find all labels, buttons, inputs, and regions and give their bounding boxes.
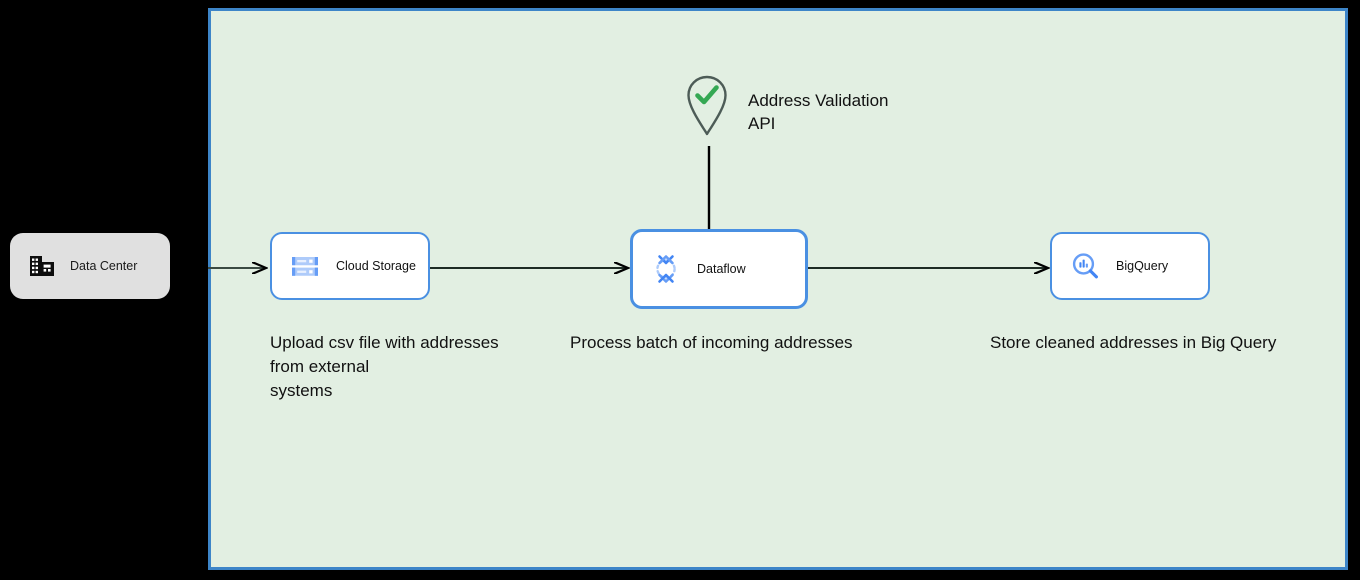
bigquery-icon [1068,249,1102,283]
dataflow-icon [649,252,683,286]
map-pin-check-icon [684,74,730,144]
node-data-center-label: Data Center [70,258,138,273]
cloud-storage-icon [288,249,322,283]
caption-upload-csv: Upload csv file with addresses from exte… [270,333,499,400]
node-address-validation-api-label: Address Validation API [748,91,889,133]
node-bigquery[interactable]: BigQuery [1050,232,1210,300]
node-address-validation-api[interactable]: Address Validation API [684,74,944,149]
node-data-center[interactable]: Data Center [10,233,170,299]
caption-store-cleaned: Store cleaned addresses in Big Query [990,333,1277,352]
node-cloud-storage[interactable]: Cloud Storage [270,232,430,300]
node-dataflow[interactable]: Dataflow [630,229,808,309]
node-dataflow-label: Dataflow [697,261,746,276]
building-icon [28,252,56,280]
caption-process-batch: Process batch of incoming addresses [570,333,853,352]
node-bigquery-label: BigQuery [1116,258,1169,273]
node-cloud-storage-label: Cloud Storage [336,258,416,273]
